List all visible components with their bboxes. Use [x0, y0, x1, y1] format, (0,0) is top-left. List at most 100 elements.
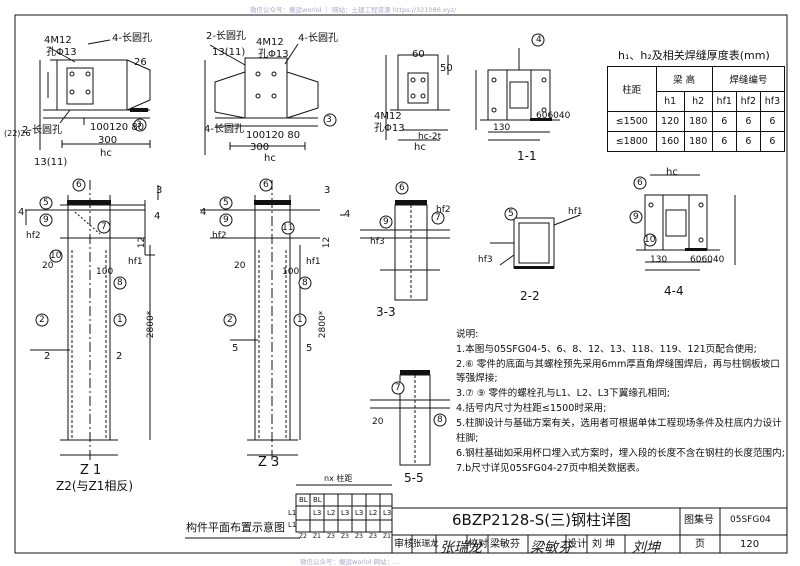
callout-10: 10 — [50, 251, 62, 261]
checker-name: 梁敏芬 — [490, 539, 520, 550]
note-item: 3.⑦ ⑨ 零件的螺栓孔与L1、L2、L3下翼缘孔相同; — [456, 388, 670, 399]
dim-50-1: 50 — [440, 63, 453, 74]
note-item: 柱脚; — [456, 433, 479, 444]
weld-col-hf1: hf1 — [711, 91, 737, 112]
callout-6b: 6 — [263, 180, 269, 190]
dim-606040-1: 606040 — [536, 111, 571, 121]
dim-130-1: 130 — [493, 123, 511, 133]
cut-marker-4-right: 4 — [154, 211, 161, 222]
page-number: 120 — [740, 539, 760, 550]
dim-130-2: 130 — [650, 255, 668, 265]
callout-7f: 7 — [395, 383, 401, 393]
callout-6: 6 — [76, 180, 82, 190]
dim-20-3: 20 — [372, 417, 384, 427]
layout-bl-2: BL — [313, 496, 322, 504]
note-item: 4.括号内尺寸为柱距≤1500时采用; — [456, 403, 607, 414]
cut-marker-3-top: 3 — [156, 185, 163, 196]
cut-marker-2-left: 2 — [44, 351, 51, 362]
dim-20-1: 20 — [42, 261, 54, 271]
callout-6c: 6 — [399, 183, 405, 193]
slot-label-4: 4-长圆孔 — [298, 33, 338, 44]
bolts-label-2: 4M12 — [256, 37, 284, 48]
hole-label-1: 孔Φ13 — [46, 47, 77, 58]
layout-l2-2: L2 — [369, 509, 378, 517]
note-item: 6.钢柱基础如采用杯口埋入式方案时，埋入段的长度不含在钢柱的长度范围内; — [456, 448, 785, 459]
layout-z-5: Z3 — [369, 533, 377, 540]
reviewer-name: 张瑞龙 — [413, 539, 439, 549]
dim-60-1: 60 — [412, 49, 425, 60]
weld-col-group1: 梁 高 — [655, 66, 713, 92]
layout-title: 构件平面布置示意图 — [186, 521, 285, 534]
weld-col-h2: h2 — [683, 91, 713, 112]
cut-marker-4-left-b: 4 — [200, 207, 207, 218]
layout-z-1: Z1 — [313, 533, 321, 540]
dim-606040-2: 606040 — [690, 255, 725, 265]
drawing-title: 6BZP2128-S(三)钢柱详图 — [452, 511, 631, 529]
hf3-label-1: hf3 — [478, 255, 493, 265]
design-signature: 刘坤 — [632, 540, 660, 556]
dim-row-2: 100120 80 — [246, 130, 301, 141]
mark-3a: 3 — [136, 120, 142, 130]
hf3-label-2: hf3 — [370, 237, 385, 247]
design-label: 设计 — [567, 539, 587, 550]
cut-marker-5-left: 5 — [232, 343, 239, 354]
mark-3b: 3 — [326, 115, 332, 125]
callout-9c: 9 — [383, 217, 389, 227]
weld-col-hf2: hf2 — [735, 91, 761, 112]
dim-2800-1: 2800* — [146, 310, 157, 339]
dim-hc-4: hc — [666, 167, 678, 178]
dim-13-11-2: 13(11) — [212, 47, 246, 58]
dim-hc-1: hc — [100, 148, 112, 159]
weld-table-title: h₁、h₂及相关焊缝厚度表(mm) — [618, 49, 770, 62]
mark-4a: 4 — [536, 35, 542, 45]
dim-hc-3: hc — [414, 142, 426, 153]
dim-13-11-1: 13(11) — [34, 157, 68, 168]
layout-l1-2: L1 — [288, 521, 297, 529]
callout-9b: 9 — [223, 215, 229, 225]
layout-l3-1: L3 — [313, 509, 322, 517]
weld-col-group2: 焊缝编号 — [711, 66, 786, 92]
layout-z-6: Z1 — [383, 533, 391, 540]
callout-6d: 6 — [637, 178, 643, 188]
notes-title: 说明: — [456, 329, 479, 340]
atlas-label: 图集号 — [684, 515, 714, 526]
callout-11: 11 — [282, 223, 294, 233]
callout-7: 7 — [101, 222, 107, 232]
hf1-label-2: hf1 — [128, 257, 143, 267]
dim-22-26-1: (22)26 — [4, 129, 31, 138]
watermark-bottom: 微信公众号：搬运worlol 网站：... — [300, 558, 400, 566]
slot-label-5: 4-长圆孔 — [204, 124, 244, 135]
callout-5b: 5 — [223, 198, 229, 208]
weld-col-hf3: hf3 — [759, 91, 786, 112]
note-item: 等强焊接; — [456, 373, 498, 384]
layout-z-2: Z3 — [327, 533, 335, 540]
designer-name: 刘 坤 — [592, 539, 616, 550]
note-item: 2.⑥ 零件的底面与其螺栓预先采用6mm厚直角焊缝围焊后，再与柱钢板坡口 — [456, 359, 780, 370]
layout-l3-3: L3 — [355, 509, 364, 517]
cut-marker-2-right: 2 — [116, 351, 123, 362]
layout-l3-2: L3 — [341, 509, 350, 517]
check-label: 校对 — [468, 539, 488, 550]
check-signature: 梁敏芬 — [530, 540, 572, 556]
layout-z-4: Z3 — [355, 533, 363, 540]
callout-5e: 5 — [508, 209, 514, 219]
weld-col-h1: h1 — [655, 91, 685, 112]
z2-title: Z2(与Z1相反) — [56, 479, 134, 493]
weld-row: ≤1800 160 180 6 6 6 — [607, 131, 786, 152]
layout-z-3: Z3 — [341, 533, 349, 540]
atlas-number: 05SFG04 — [730, 515, 771, 525]
hf2-label-3: hf2 — [436, 205, 451, 215]
hole-label-2: 孔Φ13 — [258, 49, 289, 60]
note-item: 1.本图与05SFG04-5、6、8、12、13、118、119、121页配合使… — [456, 344, 757, 355]
cut-marker-4-left: 4 — [18, 207, 25, 218]
dim-12-1: 12 — [137, 236, 148, 249]
callout-1b: 1 — [297, 315, 303, 325]
callout-8b: 8 — [302, 278, 308, 288]
layout-bl-1: BL — [299, 496, 308, 504]
z3-title: Z 3 — [258, 455, 280, 470]
layout-l3-4: L3 — [383, 509, 392, 517]
weld-col-span: 柱距 — [607, 66, 657, 112]
callout-8: 8 — [117, 278, 123, 288]
